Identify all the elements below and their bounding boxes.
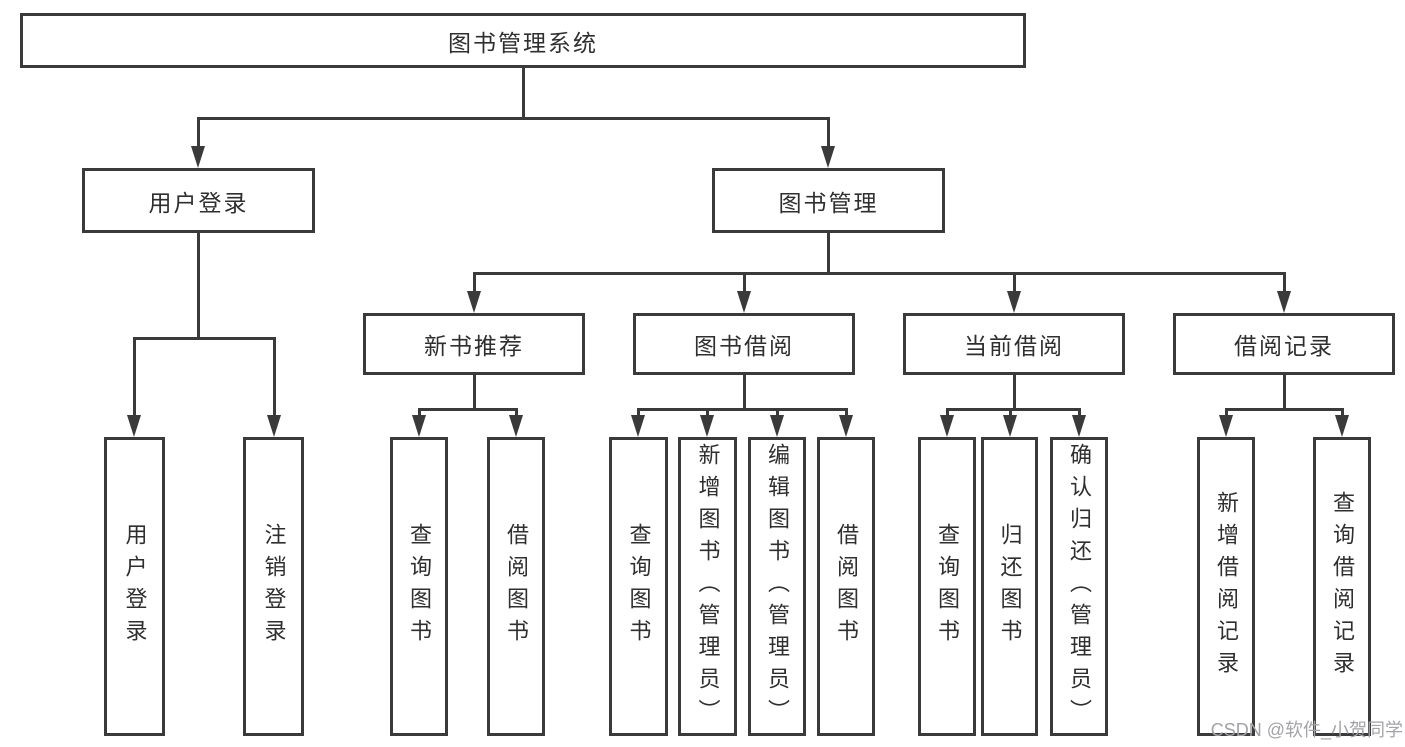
arrow-stem xyxy=(945,408,949,415)
arrow-stem xyxy=(196,117,200,146)
connector-book-borrowing-rail xyxy=(636,408,848,411)
arrow-stem xyxy=(1077,408,1081,415)
leaf-borrow-books-1-label: 借阅图书 xyxy=(504,522,529,651)
leaf-query-borrow-record-label: 查询借阅记录 xyxy=(1330,490,1355,683)
arrow-down-icon xyxy=(770,415,784,437)
leaf-user-login: 用户登录 xyxy=(104,437,165,736)
arrow-stem xyxy=(826,117,830,146)
node-root-label: 图书管理系统 xyxy=(448,29,598,56)
arrow-down-icon xyxy=(467,291,481,313)
arrow-down-icon xyxy=(412,415,426,437)
leaf-confirm-return-admin-label: 确认归还（管理员） xyxy=(1067,442,1092,731)
node-current-borrowing-label: 当前借阅 xyxy=(964,333,1064,359)
node-user-login: 用户登录 xyxy=(82,168,315,233)
leaf-add-borrow-record: 新增借阅记录 xyxy=(1197,437,1255,736)
arrow-stem xyxy=(417,408,421,415)
arrow-stem xyxy=(1224,408,1228,415)
node-new-book-recommend: 新书推荐 xyxy=(363,313,585,375)
connector-new-book-recommend-stem xyxy=(472,375,476,408)
leaf-edit-books-admin-label: 编辑图书（管理员） xyxy=(765,442,790,731)
node-root: 图书管理系统 xyxy=(20,13,1026,68)
arrow-down-icon xyxy=(839,415,853,437)
arrow-down-icon xyxy=(127,415,141,437)
arrow-stem xyxy=(132,337,136,415)
connector-user-login-stem xyxy=(196,233,200,337)
node-borrowing-records-label: 借阅记录 xyxy=(1234,333,1334,359)
arrow-down-icon xyxy=(1277,291,1291,313)
arrow-down-icon xyxy=(1003,415,1017,437)
arrow-stem xyxy=(1012,272,1016,291)
leaf-user-login-label: 用户登录 xyxy=(122,522,148,651)
node-book-management-label: 图书管理 xyxy=(778,189,879,216)
node-user-login-label: 用户登录 xyxy=(148,189,249,216)
arrow-stem xyxy=(1340,408,1344,415)
connector-book-borrowing-stem xyxy=(742,375,746,408)
arrow-stem xyxy=(705,408,709,415)
connector-current-borrowing-stem xyxy=(1012,375,1016,408)
arrow-stem xyxy=(636,408,640,415)
leaf-query-books-3-label: 查询图书 xyxy=(935,522,960,651)
leaf-logout-login: 注销登录 xyxy=(243,437,304,736)
leaf-add-books-admin: 新增图书（管理员） xyxy=(678,437,737,736)
connector-book-management-stem xyxy=(826,233,830,272)
arrow-down-icon xyxy=(191,146,205,168)
arrow-down-icon xyxy=(631,415,645,437)
leaf-confirm-return-admin: 确认归还（管理员） xyxy=(1050,437,1108,736)
connector-current-borrowing-rail xyxy=(945,408,1081,411)
node-new-book-recommend-label: 新书推荐 xyxy=(424,333,524,359)
arrow-down-icon xyxy=(509,415,523,437)
csdn-watermark: CSDN @软件_小贺同学 xyxy=(1210,720,1403,740)
leaf-return-books: 归还图书 xyxy=(981,437,1038,736)
arrow-stem xyxy=(272,337,276,415)
arrow-down-icon xyxy=(737,291,751,313)
leaf-return-books-label: 归还图书 xyxy=(997,522,1023,651)
connector-book-management-rail xyxy=(472,272,1286,275)
leaf-query-books-2: 查询图书 xyxy=(609,437,668,736)
leaf-query-books-1-label: 查询图书 xyxy=(407,522,432,651)
connector-level1-rail xyxy=(196,117,830,120)
leaf-add-borrow-record-label: 新增借阅记录 xyxy=(1214,490,1239,683)
leaf-add-books-admin-label: 新增图书（管理员） xyxy=(695,442,721,731)
arrow-down-icon xyxy=(1219,415,1233,437)
arrow-stem xyxy=(472,272,476,291)
arrow-down-icon xyxy=(700,415,714,437)
node-book-borrowing-label: 图书借阅 xyxy=(694,333,794,359)
arrow-stem xyxy=(514,408,518,415)
node-book-borrowing: 图书借阅 xyxy=(633,313,855,375)
arrow-down-icon xyxy=(267,415,281,437)
arrow-stem xyxy=(775,408,779,415)
arrow-stem xyxy=(844,408,848,415)
node-book-management: 图书管理 xyxy=(712,168,945,233)
connector-user-login-rail xyxy=(132,337,276,340)
arrow-stem xyxy=(1008,408,1012,415)
leaf-query-books-1: 查询图书 xyxy=(390,437,448,736)
leaf-borrow-books-2-label: 借阅图书 xyxy=(834,522,859,651)
leaf-query-books-3: 查询图书 xyxy=(918,437,976,736)
connector-borrowing-records-stem xyxy=(1282,375,1286,408)
leaf-query-borrow-record: 查询借阅记录 xyxy=(1313,437,1371,736)
arrow-down-icon xyxy=(1335,415,1349,437)
node-borrowing-records: 借阅记录 xyxy=(1173,313,1395,375)
connector-new-book-recommend-rail xyxy=(417,408,518,411)
arrow-down-icon xyxy=(821,146,835,168)
leaf-query-books-2-label: 查询图书 xyxy=(626,522,652,651)
connector-root-stem xyxy=(521,68,525,117)
node-current-borrowing: 当前借阅 xyxy=(903,313,1125,375)
arrow-stem xyxy=(742,272,746,291)
arrow-stem xyxy=(1282,272,1286,291)
arrow-down-icon xyxy=(1072,415,1086,437)
leaf-borrow-books-1: 借阅图书 xyxy=(487,437,545,736)
leaf-borrow-books-2: 借阅图书 xyxy=(817,437,875,736)
connector-borrowing-records-rail xyxy=(1224,408,1344,411)
arrow-down-icon xyxy=(940,415,954,437)
leaf-logout-login-label: 注销登录 xyxy=(261,522,287,651)
leaf-edit-books-admin: 编辑图书（管理员） xyxy=(748,437,806,736)
arrow-down-icon xyxy=(1007,291,1021,313)
